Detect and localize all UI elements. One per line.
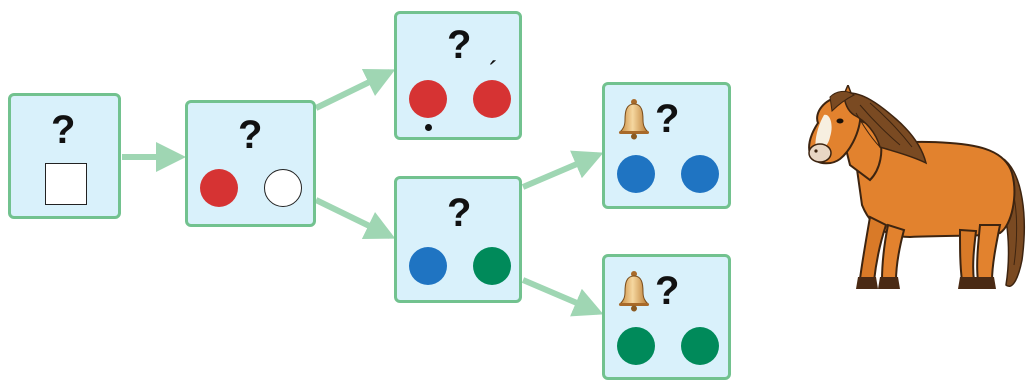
white-dot: [264, 169, 302, 207]
white-square: [45, 163, 87, 205]
green-dot: [617, 327, 655, 365]
green-dot: [473, 247, 511, 285]
dot-below: [425, 124, 432, 131]
bell-icon: [618, 99, 650, 140]
accent-mark: ´: [489, 56, 499, 87]
box-red-red: ? ´: [394, 11, 522, 140]
blue-dot: [617, 155, 655, 193]
box-bell-green-green: ?: [602, 254, 731, 380]
red-dot: [200, 169, 238, 207]
bell-icon: [618, 271, 650, 312]
horse-illustration: [808, 85, 1026, 289]
question-mark: ?: [238, 113, 263, 157]
arrow-red-white-to-red-red: [314, 69, 396, 111]
arrow-blue-green-to-bell-blue: [521, 150, 604, 190]
arrow-blue-green-to-bell-green: [521, 277, 604, 317]
red-dot: [473, 80, 511, 118]
box-blue-green: ?: [394, 176, 522, 303]
question-mark: ?: [447, 191, 472, 235]
arrow-red-white-to-blue-green: [314, 197, 396, 239]
blue-dot: [409, 247, 447, 285]
question-mark: ?: [655, 97, 680, 141]
question-mark: ?: [51, 108, 76, 152]
blue-dot: [681, 155, 719, 193]
question-mark: ?: [655, 269, 680, 313]
box-start: ?: [8, 93, 121, 219]
box-red-white: ?: [185, 100, 316, 227]
green-dot: [681, 327, 719, 365]
red-dot: [409, 80, 447, 118]
question-mark: ?: [447, 23, 472, 67]
box-bell-blue-blue: ?: [602, 82, 731, 209]
